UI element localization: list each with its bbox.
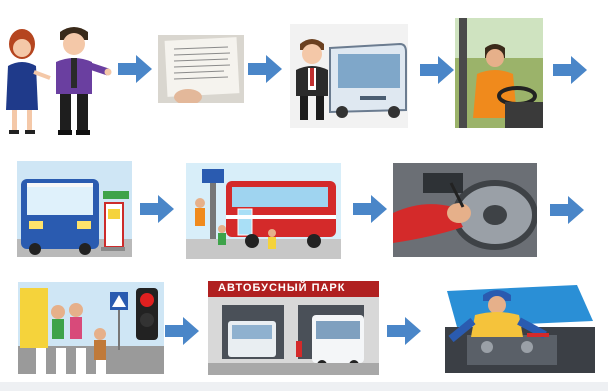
bus-depot-icon	[208, 281, 379, 375]
driver-with-bus-image	[290, 24, 408, 128]
pedestrian-crossing-image	[18, 282, 164, 374]
mechanic-repairing-engine-image	[427, 281, 597, 377]
passengers-boarding-bus-icon	[186, 163, 341, 259]
driver-at-wheel-icon	[455, 18, 543, 128]
driver-at-wheel-image	[455, 18, 543, 128]
arrow-right-icon	[165, 317, 199, 345]
arrow-right-icon	[353, 195, 387, 223]
bus-at-fuel-station-icon	[17, 161, 132, 257]
arrow-right-icon	[118, 55, 152, 83]
driver-with-bus-icon	[290, 24, 408, 128]
passengers-boarding-bus-image	[186, 163, 341, 259]
hand-on-gear-image	[393, 163, 537, 257]
arrow-right-icon	[140, 195, 174, 223]
arrow-right-icon	[387, 317, 421, 345]
bottom-edge	[0, 382, 608, 391]
arrow-right-icon	[550, 196, 584, 224]
bus-at-fuel-station-image	[17, 161, 132, 257]
mechanic-repairing-engine-icon	[427, 281, 597, 377]
pedestrian-crossing-icon	[18, 282, 164, 374]
hand-on-gear-icon	[393, 163, 537, 257]
people-greeting-image	[0, 14, 112, 138]
bus-depot-image: АВТОБУСНЫЙ ПАРК	[208, 281, 379, 375]
document-image	[158, 35, 244, 103]
document-icon	[158, 35, 244, 103]
arrow-right-icon	[248, 55, 282, 83]
people-greeting-icon	[0, 14, 112, 138]
arrow-right-icon	[420, 56, 454, 84]
arrow-right-icon	[553, 56, 587, 84]
depot-sign-label: АВТОБУСНЫЙ ПАРК	[218, 282, 346, 294]
